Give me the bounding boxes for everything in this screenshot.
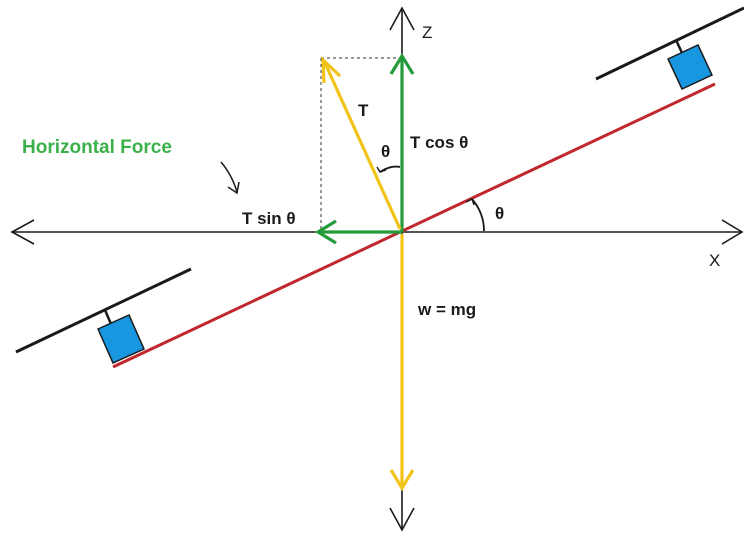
upper-right-block [595, 6, 744, 90]
theta-incline-label: θ [495, 204, 504, 223]
tension-label: T [358, 101, 369, 120]
t-sin-label: T sin θ [242, 209, 296, 228]
x-axis-right-arrowhead [721, 219, 744, 245]
t-cos-label: T cos θ [410, 133, 468, 152]
t-sin-vector [314, 219, 402, 245]
z-axis-top-arrowhead [389, 6, 415, 31]
z-axis-bottom-arrowhead [389, 507, 415, 532]
x-axis-left-arrowhead [10, 219, 35, 245]
weight-vector [389, 234, 415, 492]
weight-label: w = mg [417, 300, 476, 319]
x-axis-label: X [709, 251, 720, 270]
theta-arc-incline [471, 198, 485, 232]
theta-vertical-label: θ [381, 142, 390, 161]
horizontal-force-label: Horizontal Force [22, 137, 172, 158]
theta-arc-vertical-tick [376, 166, 387, 173]
incline-line [112, 82, 716, 369]
z-axis-label: Z [422, 23, 432, 42]
lower-left-block [15, 267, 192, 364]
theta-arc-incline-tick [465, 198, 475, 206]
pointer-arrow [220, 161, 240, 195]
tension-vector [321, 56, 402, 230]
dashed-guides [320, 57, 398, 230]
t-cos-vector [389, 52, 415, 232]
